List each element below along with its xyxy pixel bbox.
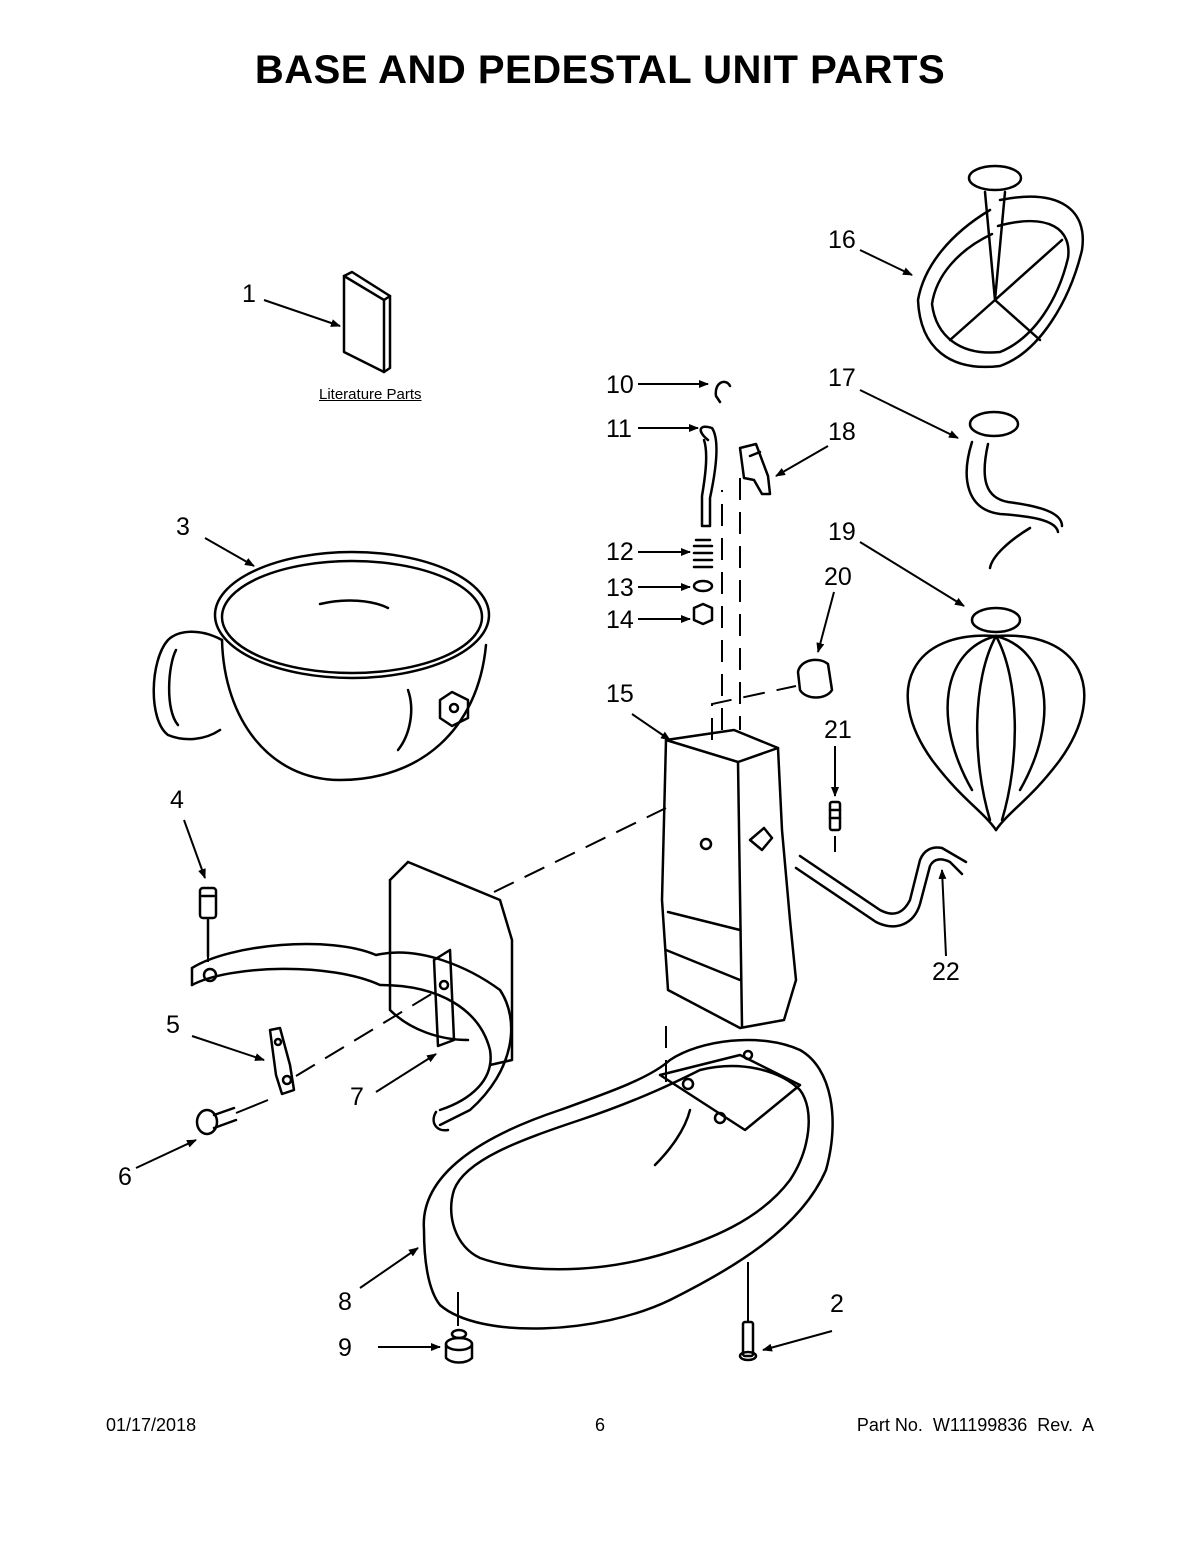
callout-21: 21 [824,716,852,744]
callout-4: 4 [170,786,184,814]
speed-control-rod [794,846,968,928]
lock-lever [738,442,772,496]
dough-hook [965,410,1064,570]
page-title: BASE AND PEDESTAL UNIT PARTS [254,48,946,92]
bowl-support [190,860,514,1132]
callout-3: 3 [176,513,190,541]
mixer-base [422,1038,834,1330]
callout-1: 1 [242,280,256,308]
callout-12: 12 [606,538,634,566]
rubber-foot [444,1328,474,1364]
callout-20: 20 [824,563,852,591]
callout-6: 6 [118,1163,132,1191]
callout-8: 8 [338,1288,352,1316]
screw-21 [828,800,842,832]
footer-date: 01/17/2018 [106,1415,197,1435]
literature-parts-label: Literature Parts [319,386,422,403]
footer-part-number: Part No. W11199836 Rev. A [856,1415,1094,1435]
assembly-lines [295,478,797,1082]
callout-11: 11 [606,415,632,443]
flat-beater [916,164,1085,369]
callout-9: 9 [338,1334,352,1362]
callout-17: 17 [828,364,856,392]
screw-6 [195,1106,238,1136]
callout-16: 16 [828,226,856,254]
pedestal-column [660,728,798,1030]
base-screw [738,1320,758,1362]
callout-14: 14 [606,606,634,634]
callout-5: 5 [166,1011,180,1039]
literature-booklet [342,270,392,374]
wire-whip [906,606,1086,832]
callout-22: 22 [932,958,960,986]
callout-arrows [135,249,965,1352]
bracket [268,1026,296,1096]
mixing-bowl [152,550,491,782]
callout-10: 10 [606,371,634,399]
locking-hardware [692,380,732,626]
callout-18: 18 [828,418,856,446]
control-knob [796,658,834,699]
callout-7: 7 [350,1083,364,1111]
solid-lead-lines [207,836,836,1326]
callout-19: 19 [828,518,856,546]
footer-page-number: 6 [595,1415,606,1435]
callout-2: 2 [830,1290,844,1318]
bowl-pin [198,886,218,958]
callout-13: 13 [606,574,634,602]
callout-15: 15 [606,680,634,708]
